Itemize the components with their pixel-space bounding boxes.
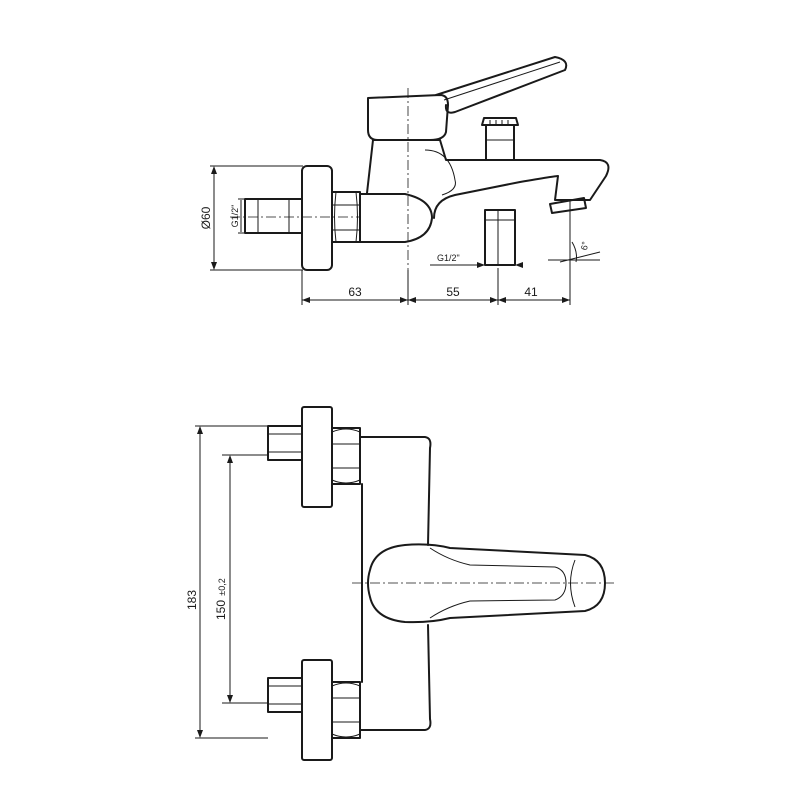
dim-diameter-label: Ø60 [199,206,213,229]
dim-outlet-thread-label: G1/2" [437,253,460,263]
spout-aerator [549,197,587,214]
dim-inlet-thread-label: G1/2" [230,205,240,228]
body-upper-arm [359,436,432,546]
dim-63-label: 63 [348,285,362,299]
body-lower-arm [359,624,432,731]
valve-body [366,139,610,219]
dim-41-label: 41 [524,285,538,299]
body-connector [359,193,433,243]
lever-handle-top [367,543,606,624]
cartridge-cap [367,94,449,141]
lower-rosette [301,659,333,761]
dim-angle-label: 6° [579,240,590,251]
dim-150-tolerance-label: ±0,2 [217,578,227,595]
lower-inlet-connector [267,677,303,713]
dim-183-label: 183 [185,590,199,610]
upper-inlet-connector [267,425,303,461]
dim-55-label: 55 [446,285,460,299]
lever-handle [435,56,568,114]
shower-outlet [484,209,516,266]
upper-rosette [301,406,333,508]
upper-hex-nut [331,427,361,485]
top-view: 183 150 ±0,2 [185,406,615,761]
hex-nut [331,191,361,243]
inlet-connector [244,198,303,234]
diverter-knob [485,124,515,161]
lower-hex-nut [331,681,361,739]
wall-rosette [301,165,333,271]
side-view: Ø60 G1/2" G1/2" 6° 63 55 41 [199,56,610,305]
dim-150-label: 150 [214,600,228,620]
